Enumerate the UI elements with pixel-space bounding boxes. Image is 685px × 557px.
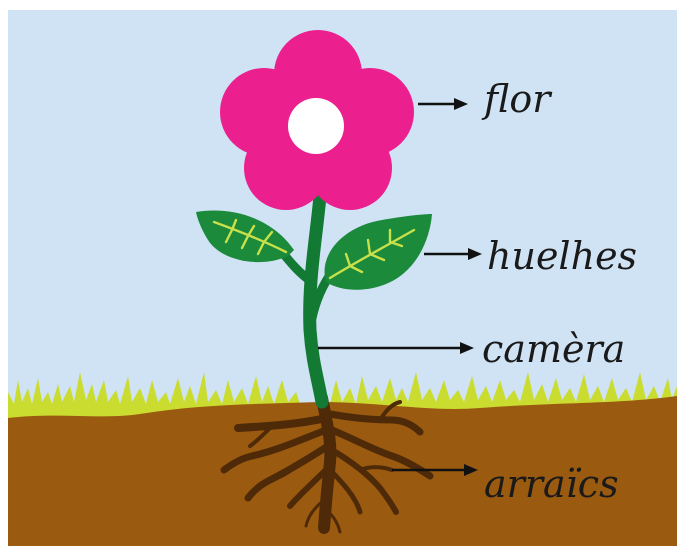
label-leaves: huelhes: [487, 237, 637, 275]
flower-center: [288, 98, 344, 154]
label-flower: flor: [484, 80, 550, 118]
label-roots: arraïcs: [484, 465, 619, 503]
label-stem: camèra: [482, 330, 625, 368]
